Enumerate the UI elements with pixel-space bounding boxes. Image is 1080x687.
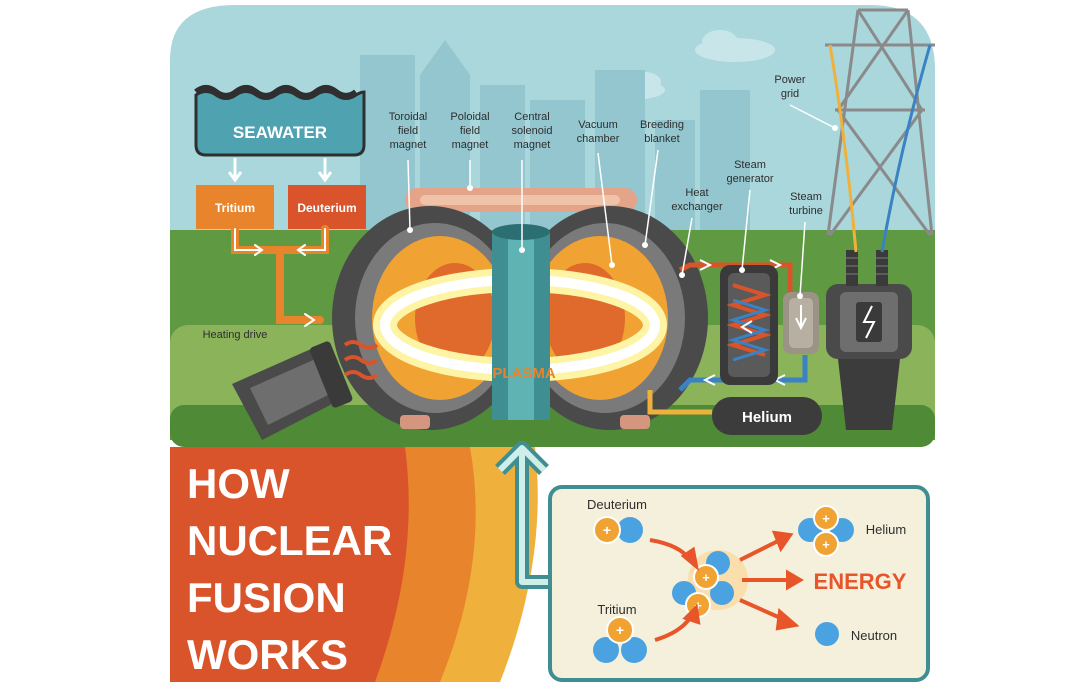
svg-text:magnet: magnet <box>514 139 551 151</box>
label-heat-exchanger: Heat exchanger <box>671 187 723 213</box>
seawater-label: SEAWATER <box>233 123 327 142</box>
fuel-pipes <box>231 225 329 327</box>
svg-text:exchanger: exchanger <box>671 201 723 213</box>
svg-text:Steam: Steam <box>734 159 766 171</box>
label-vacuum: Vacuum chamber <box>577 119 620 145</box>
seawater-arrows <box>227 158 333 183</box>
label-solenoid: Central solenoid magnet <box>512 111 553 151</box>
svg-text:magnet: magnet <box>390 139 427 151</box>
svg-text:+: + <box>822 511 830 526</box>
helium-tank: Helium <box>712 397 822 435</box>
tritium-box <box>196 185 274 229</box>
svg-text:solenoid: solenoid <box>512 125 553 137</box>
svg-text:generator: generator <box>726 173 773 185</box>
label-steam-generator: Steam generator <box>726 159 773 185</box>
reaction-deuterium-label: Deuterium <box>587 497 647 512</box>
label-poloidal: Poloidal field magnet <box>450 111 489 151</box>
svg-text:+: + <box>822 537 830 552</box>
svg-text:blanket: blanket <box>644 133 679 145</box>
svg-text:field: field <box>398 125 418 137</box>
helium-particles: + + <box>798 505 854 557</box>
steam-generator <box>720 265 778 385</box>
title-line-3: FUSION <box>187 574 346 621</box>
deuterium-box <box>288 185 366 229</box>
svg-text:+: + <box>694 598 702 613</box>
helium-tank-label: Helium <box>742 409 792 426</box>
deuterium-particles: + <box>593 516 643 544</box>
svg-text:+: + <box>702 570 710 585</box>
steam-turbine <box>783 292 819 354</box>
heating-drive-label: Heating drive <box>203 329 268 341</box>
svg-text:turbine: turbine <box>789 205 823 217</box>
heat-waves <box>343 340 379 380</box>
svg-text:magnet: magnet <box>452 139 489 151</box>
svg-text:grid: grid <box>781 88 799 100</box>
reaction-energy-label: ENERGY <box>814 569 907 594</box>
title-backdrop <box>170 447 538 682</box>
reaction-neutron-label: Neutron <box>851 628 897 643</box>
svg-text:Power: Power <box>774 74 806 86</box>
title-line-2: NUCLEAR <box>187 517 392 564</box>
seawater-tank: SEAWATER <box>194 85 366 157</box>
label-steam-turbine: Steam turbine <box>789 191 823 217</box>
svg-text:Toroidal: Toroidal <box>389 111 428 123</box>
label-blanket: Breeding blanket <box>640 119 684 145</box>
generator <box>826 250 912 430</box>
svg-text:+: + <box>616 622 624 638</box>
title-line-1: HOW <box>187 460 290 507</box>
reaction-tritium-label: Tritium <box>597 602 636 617</box>
svg-text:Central: Central <box>514 111 549 123</box>
reaction-arrows <box>649 530 804 642</box>
svg-text:+: + <box>603 522 611 538</box>
svg-text:chamber: chamber <box>577 133 620 145</box>
label-toroidal: Toroidal field magnet <box>389 111 428 151</box>
svg-text:field: field <box>460 125 480 137</box>
leader-lines <box>407 104 836 297</box>
svg-text:Vacuum: Vacuum <box>578 119 618 131</box>
title-line-4: WORKS <box>187 631 348 678</box>
reaction-helium-label: Helium <box>866 522 906 537</box>
svg-text:Breeding: Breeding <box>640 119 684 131</box>
tritium-box-label: Tritium <box>215 201 255 215</box>
up-arrow-inner <box>497 445 552 585</box>
deuterium-box-label: Deuterium <box>297 201 356 215</box>
heating-drive <box>232 341 353 440</box>
svg-text:Poloidal: Poloidal <box>450 111 489 123</box>
svg-text:Steam: Steam <box>790 191 822 203</box>
svg-text:Heat: Heat <box>685 187 708 199</box>
leader-dots <box>407 125 838 299</box>
power-cables <box>828 44 932 253</box>
fused-nucleus: + + <box>672 551 734 618</box>
neutron-particle <box>815 622 839 646</box>
plasma-label: PLASMA <box>492 365 556 382</box>
label-power-grid: Power grid <box>774 74 806 100</box>
tritium-particles: + <box>593 616 647 663</box>
